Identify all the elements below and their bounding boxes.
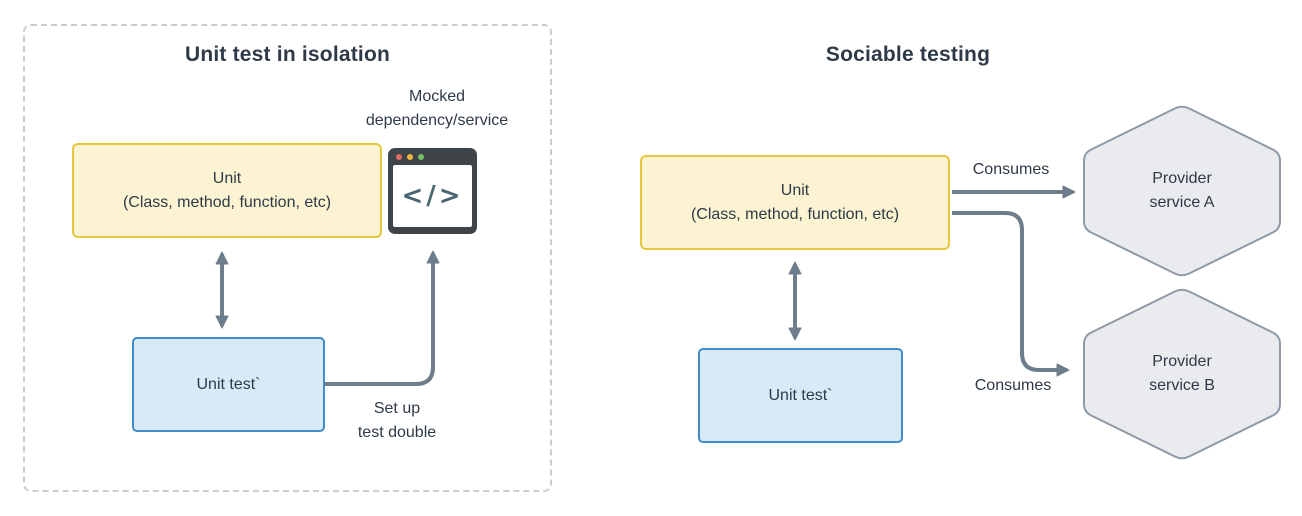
provider-service-a-label: Provider service A	[1102, 167, 1262, 215]
left-unit-test-label: Unit test`	[196, 375, 261, 393]
right-unit-box: Unit (Class, method, function, etc)	[640, 155, 950, 250]
browser-content-area: </>	[393, 165, 472, 227]
setup-test-double-line1: Set up	[373, 400, 421, 417]
left-unit-box: Unit (Class, method, function, etc)	[72, 143, 382, 238]
left-unit-test-box: Unit test`	[132, 337, 325, 432]
isolation-panel-title: Unit test in isolation	[184, 43, 391, 66]
mocked-dependency-label: Mocked dependency/service	[337, 85, 537, 133]
isolation-panel-border	[23, 24, 552, 492]
mocked-dependency-label-line2: dependency/service	[365, 112, 509, 129]
consumes-b-connector	[952, 211, 1070, 377]
browser-dot-red-icon	[396, 154, 402, 160]
mocked-dependency-label-line1: Mocked	[408, 88, 466, 105]
provider-b-line1: Provider	[1152, 353, 1212, 370]
right-unit-box-line2: (Class, method, function, etc)	[690, 205, 900, 223]
browser-dot-green-icon	[418, 154, 424, 160]
setup-test-double-label: Set up test double	[317, 397, 477, 445]
provider-a-line1: Provider	[1152, 170, 1212, 187]
provider-a-line2: service A	[1149, 194, 1215, 211]
provider-service-a-hexagon	[1083, 105, 1281, 277]
consumes-b-label: Consumes	[974, 377, 1052, 394]
mocked-service-browser-icon: </>	[388, 148, 477, 234]
provider-service-b-hexagon	[1083, 288, 1281, 460]
browser-traffic-lights	[396, 154, 424, 160]
setup-test-double-connector	[318, 250, 440, 386]
right-unit-test-label: Unit test`	[768, 386, 833, 404]
right-unit-box-line1: Unit	[780, 181, 810, 199]
code-icon: </>	[401, 181, 464, 211]
provider-b-line2: service B	[1149, 377, 1215, 394]
setup-test-double-line2: test double	[357, 424, 437, 441]
right-unit-test-box: Unit test`	[698, 348, 903, 443]
left-unit-box-line2: (Class, method, function, etc)	[122, 193, 332, 211]
sociable-panel-title: Sociable testing	[825, 43, 991, 66]
consumes-a-label: Consumes	[972, 161, 1050, 178]
browser-dot-yellow-icon	[407, 154, 413, 160]
provider-service-b-label: Provider service B	[1102, 350, 1262, 398]
left-unit-box-line1: Unit	[212, 169, 242, 187]
